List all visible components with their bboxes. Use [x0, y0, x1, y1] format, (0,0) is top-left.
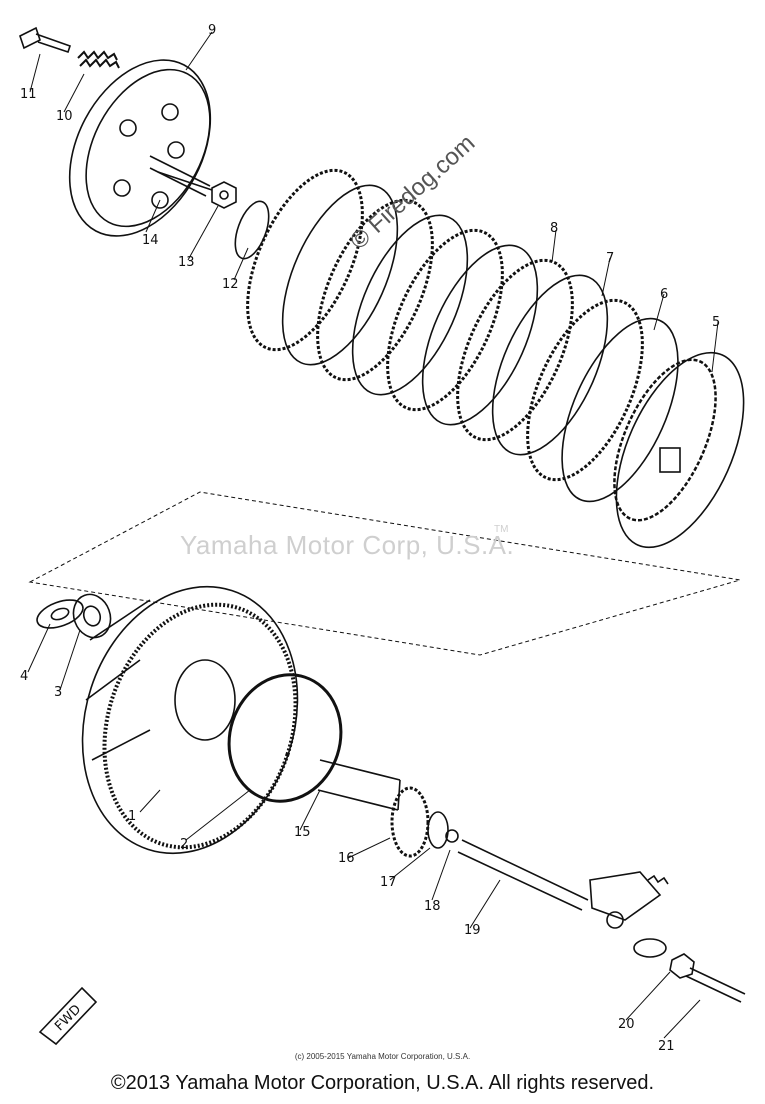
part-17-washer: [427, 811, 449, 849]
callout-2: 2: [180, 837, 188, 852]
callout-14: 14: [142, 233, 159, 248]
callout-4: 4: [20, 669, 28, 684]
callout-18: 18: [424, 899, 441, 914]
fwd-badge-label: FWD: [52, 1002, 84, 1034]
footer-copyright: ©2013 Yamaha Motor Corporation, U.S.A. A…: [110, 1072, 655, 1094]
part-15-shaft: [317, 759, 401, 811]
callout-11: 11: [20, 87, 37, 102]
callout-1: 1: [128, 809, 136, 824]
callout-5: 5: [712, 315, 720, 330]
fwd-direction-arrow: [38, 986, 98, 1046]
callout-7: 7: [606, 251, 614, 266]
part-21-adjust-screw: [685, 967, 746, 1003]
callout-21: 21: [658, 1039, 675, 1054]
part-14-push-rod: [157, 171, 213, 191]
callout-8: 8: [550, 221, 558, 236]
callout-20: 20: [618, 1017, 635, 1032]
part-4-washer: [36, 599, 84, 629]
part-13-nut: [211, 181, 237, 209]
callout-19: 19: [464, 923, 481, 938]
part-19-push-rod: [457, 839, 589, 911]
release-lever-assembly: [589, 871, 669, 958]
leader-lines: [27, 31, 719, 1039]
callout-16: 16: [338, 851, 355, 866]
part-9-pressure-plate: [68, 59, 212, 237]
assembly-dashed-outline: [28, 491, 741, 656]
callout-13: 13: [178, 255, 195, 270]
part-3-spacer: [72, 593, 112, 639]
watermark-center-tm: TM: [494, 524, 509, 535]
part-6-plate: [561, 317, 679, 503]
part-18-ball: [445, 829, 459, 843]
callout-9: 9: [208, 23, 216, 38]
callout-17: 17: [380, 875, 397, 890]
part-10-spring: [77, 50, 120, 69]
callout-6: 6: [660, 287, 668, 302]
callout-15: 15: [294, 825, 311, 840]
footer-small-copyright: (c) 2005-2015 Yamaha Motor Corporation, …: [294, 1052, 471, 1061]
part-5-clutch-boss: [613, 351, 745, 549]
callout-labels: 1 2 3 4 5 6 7 8 9 10 11 12 13 14 15 16 1…: [20, 23, 720, 1054]
part-2-o-ring: [227, 673, 343, 803]
part-20-nut: [669, 953, 695, 979]
callout-10: 10: [56, 109, 73, 124]
part-1-clutch-housing: [81, 585, 299, 855]
callout-3: 3: [54, 685, 62, 700]
part-11-bolt: [19, 26, 72, 54]
part-16-gear: [390, 786, 430, 858]
clutch-plate-stack: [246, 168, 644, 482]
callout-12: 12: [222, 277, 239, 292]
watermark-center: Yamaha Motor Corp, U.S.A.: [180, 530, 515, 560]
